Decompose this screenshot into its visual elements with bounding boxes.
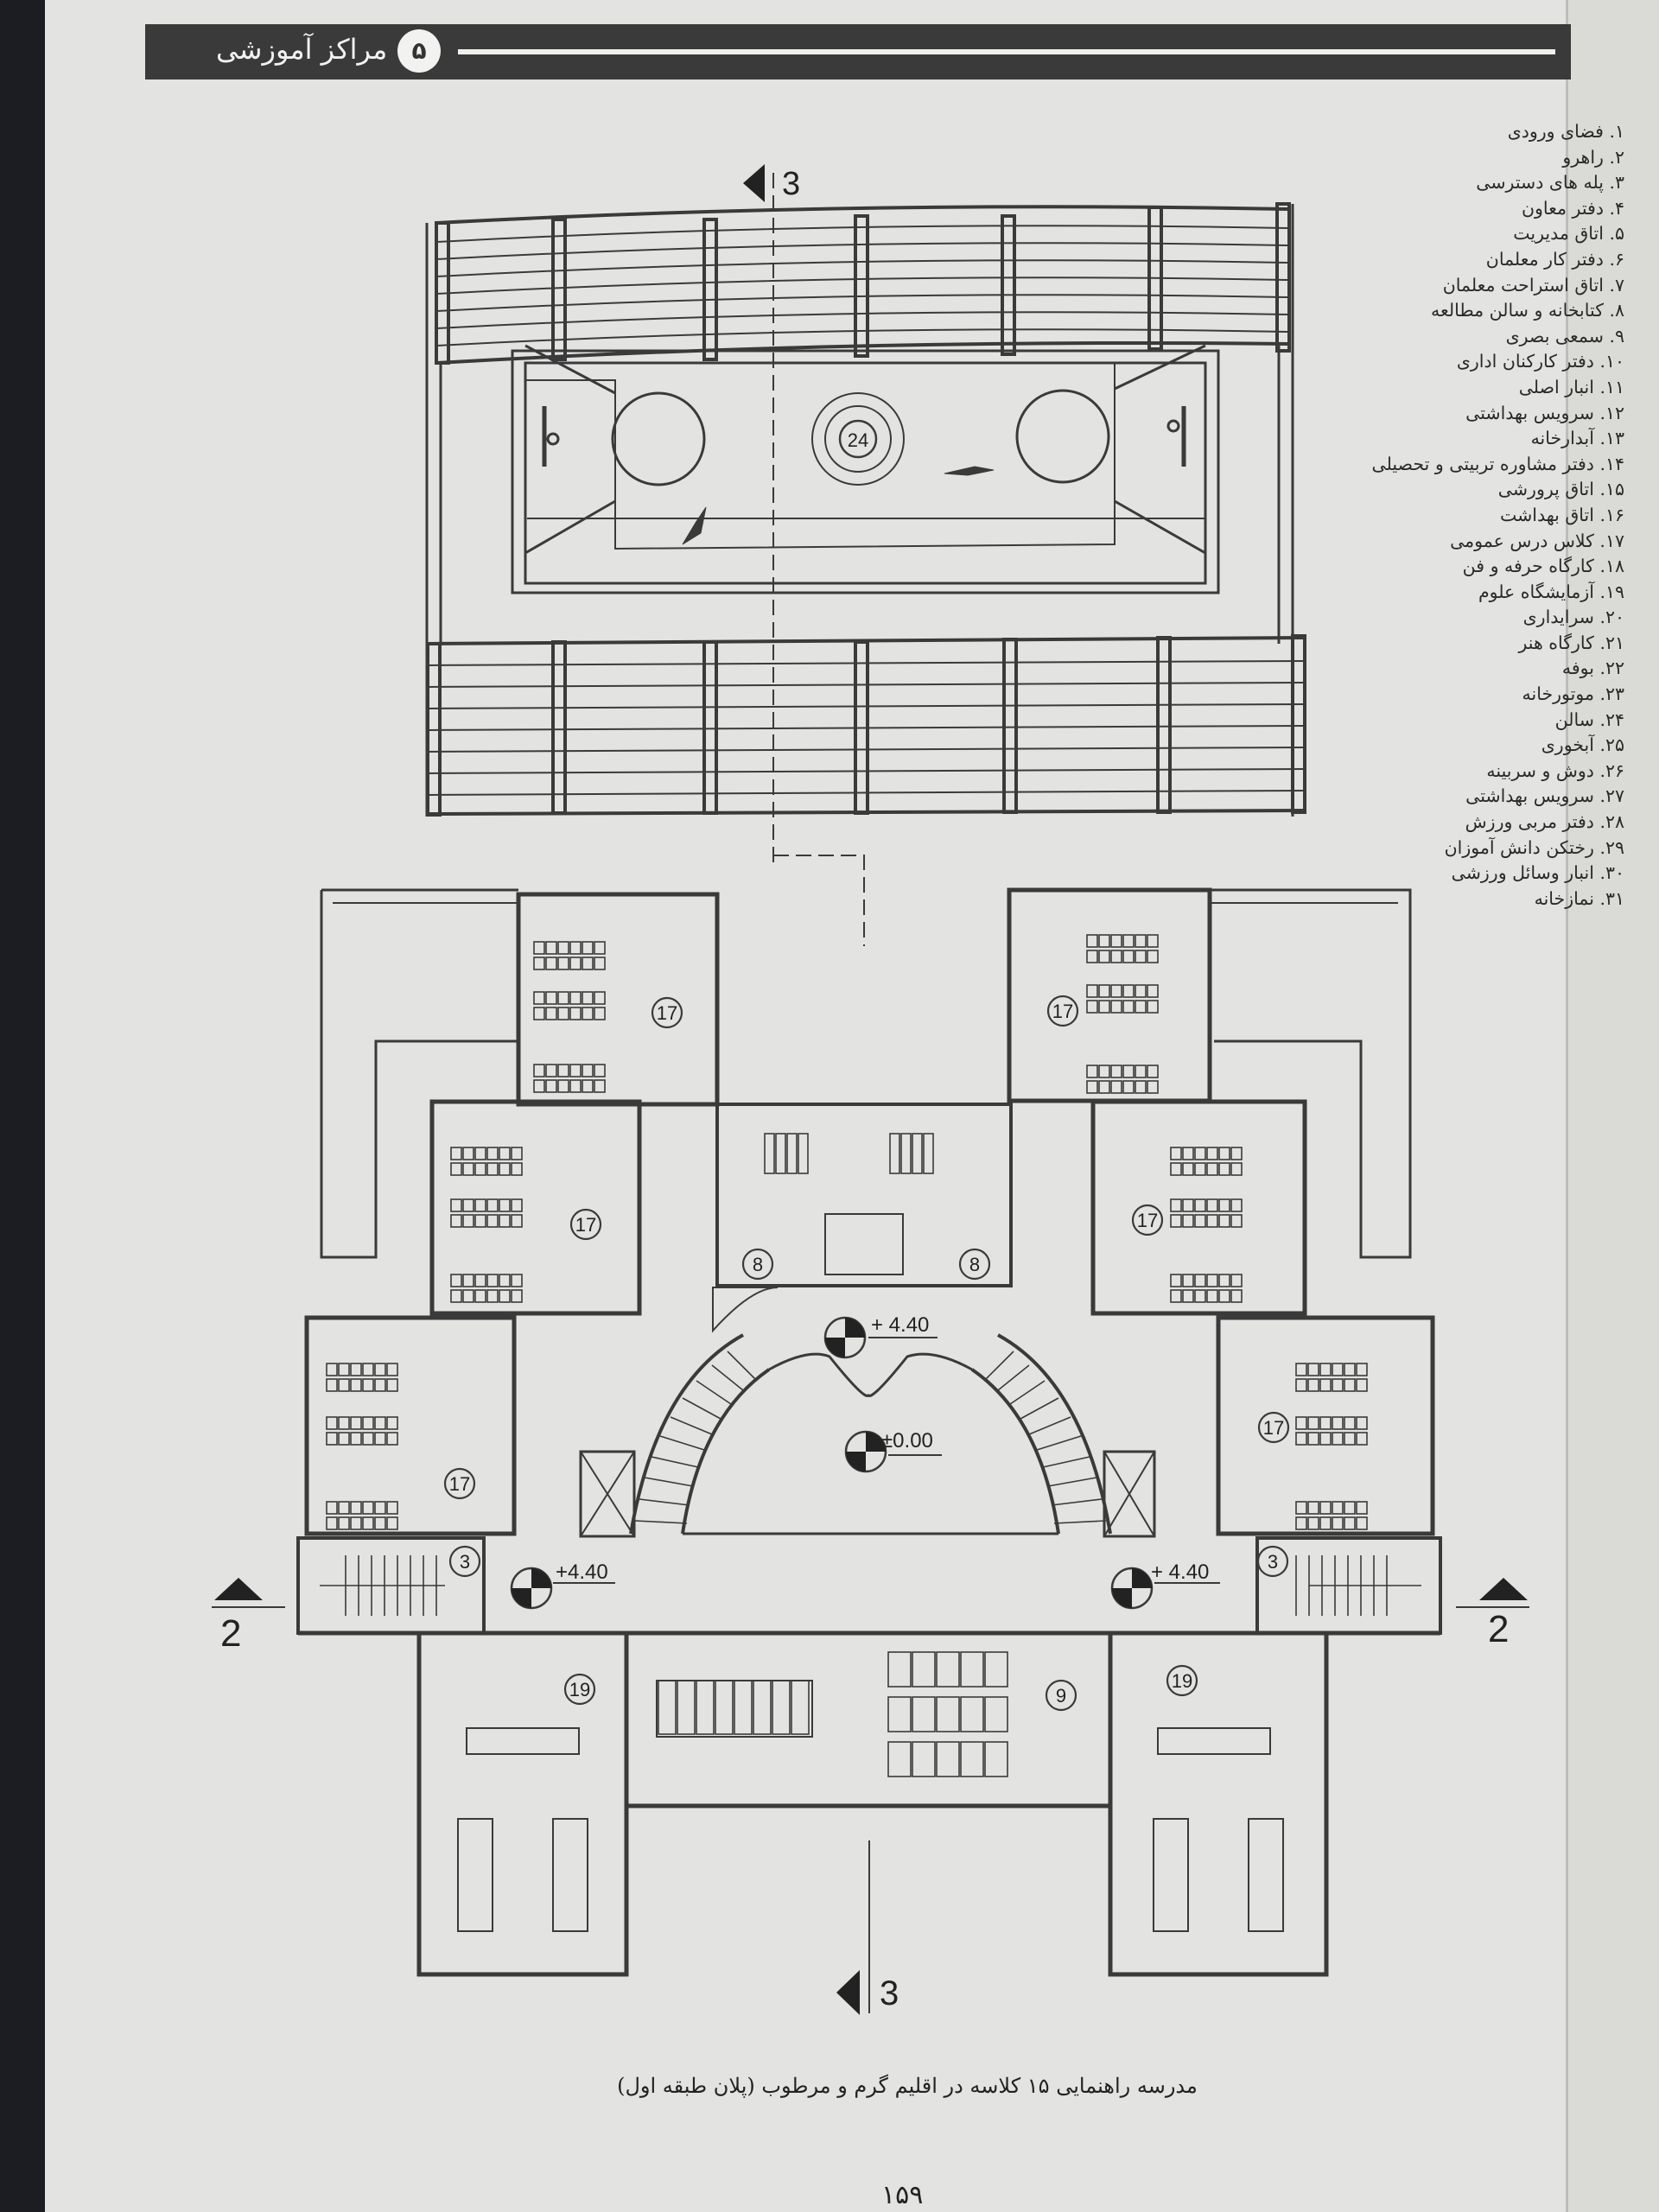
legend-item: ۱۲. سرویس بهداشتی	[1465, 402, 1624, 423]
legend-item: ۲۱. کارگاه هنر	[1518, 632, 1624, 653]
legend-item: ۱۰. دفتر کارکنان اداری	[1456, 351, 1624, 372]
room-legend: ۱. فضای ورودی ۲. راهرو ۳. پله های دسترسی ۴.…	[1287, 119, 1624, 912]
legend-item: ۱۹. آزمایشگاه علوم	[1478, 581, 1624, 602]
legend-item: ۲۰. سرایداری	[1522, 607, 1624, 628]
legend-item: ۱۴. دفتر مشاوره تربیتی و تحصیلی	[1371, 453, 1624, 474]
legend-item: ۱۱. انبار اصلی	[1518, 376, 1624, 397]
legend-item: ۳۱. نمازخانه	[1534, 887, 1624, 909]
next-page-edge	[1566, 0, 1659, 2212]
legend-item: ۲۸. دفتر مربی ورزش	[1465, 811, 1624, 833]
room-tag: 17	[657, 1002, 677, 1024]
main-building	[296, 887, 1442, 1977]
tag-24: 24	[848, 429, 868, 451]
legend-item: ۶. دفتر کار معلمان	[1485, 248, 1624, 270]
legend-item: ۱۶. اتاق بهداشت	[1499, 504, 1624, 525]
level-markers: + 4.40 ±0.00 +4.40 + 4.40	[510, 1313, 1220, 1610]
room-tag: 3	[460, 1551, 470, 1573]
room-tag: 17	[1052, 1001, 1073, 1022]
section-marker-2-right: 2	[1456, 1578, 1529, 1650]
legend-item: ۷. اتاق استراحت معلمان	[1442, 274, 1624, 296]
svg-text:+ 4.40: + 4.40	[1151, 1560, 1209, 1584]
section-marker-3-bottom: 3	[836, 1840, 899, 2015]
legend-item: ۱۸. کارگاه حرفه و فن	[1462, 556, 1624, 577]
chapter-title: مراکز آموزشی	[216, 33, 388, 66]
legend-item: ۱۵. اتاق پرورشی	[1497, 479, 1624, 500]
legend-item: ۵. اتاق مدیریت	[1513, 223, 1624, 245]
legend-item: ۲۷. سرویس بهداشتی	[1465, 785, 1624, 807]
legend-item: ۲. راهرو	[1562, 146, 1624, 168]
legend-item: ۲۶. دوش و سربینه	[1486, 760, 1624, 781]
svg-text:+4.40: +4.40	[556, 1560, 608, 1584]
legend-item: ۲۴. سالن	[1554, 709, 1624, 730]
legend-item: ۲۹. رختکن دانش آموزان	[1444, 836, 1624, 858]
section-marker-2-left: 2	[212, 1578, 285, 1655]
room-tag: 8	[753, 1254, 763, 1275]
room-tag: 17	[449, 1473, 470, 1495]
svg-text:3: 3	[880, 1974, 899, 2012]
svg-text:±0.00: ±0.00	[881, 1429, 933, 1452]
room-tag: 8	[969, 1254, 980, 1275]
figure-caption: مدرسه راهنمایی ۱۵ کلاسه در اقلیم گرم و م…	[617, 2074, 1198, 2098]
legend-item: ۴. دفتر معاون	[1521, 197, 1624, 219]
legend-item: ۱۳. آبدارخانه	[1530, 428, 1624, 449]
svg-text:+ 4.40: + 4.40	[871, 1313, 929, 1337]
section-marker-3-top: 3	[743, 164, 865, 946]
chapter-number-badge: ۵	[397, 29, 441, 73]
legend-item: ۸. کتابخانه و سالن مطالعه	[1430, 300, 1624, 321]
header-rule	[458, 49, 1555, 54]
svg-text:2: 2	[1488, 1608, 1509, 1650]
svg-text:2: 2	[220, 1612, 241, 1655]
svg-text:3: 3	[782, 166, 800, 202]
room-tag: 19	[1172, 1670, 1192, 1692]
room-tag: 17	[1263, 1417, 1284, 1439]
page-number: ۱۵۹	[881, 2180, 924, 2210]
room-tag: 17	[1137, 1210, 1158, 1231]
room-tag: 17	[575, 1214, 596, 1236]
sports-hall: 24	[425, 202, 1306, 817]
legend-item: ۲۲. بوفه	[1561, 658, 1624, 679]
room-tag: 19	[569, 1679, 590, 1700]
legend-item: ۲۳. موتورخانه	[1522, 683, 1624, 705]
legend-item: ۱۷. کلاس درس عمومی	[1450, 530, 1624, 551]
legend-item: ۲۵. آبخوری	[1541, 734, 1624, 756]
furniture	[326, 934, 1368, 1777]
room-tags: 17 17 17 17 17 17 8 8 9 19 19 3 3	[443, 995, 1290, 1712]
legend-item: ۳. پله های دسترسی	[1476, 172, 1624, 194]
legend-item: ۹. سمعی بصری	[1505, 325, 1624, 346]
room-tag: 9	[1056, 1685, 1066, 1707]
legend-item: ۳۰. انبار وسائل ورزشی	[1451, 862, 1624, 884]
legend-item: ۱. فضای ورودی	[1507, 121, 1624, 142]
room-tag: 3	[1268, 1551, 1278, 1573]
